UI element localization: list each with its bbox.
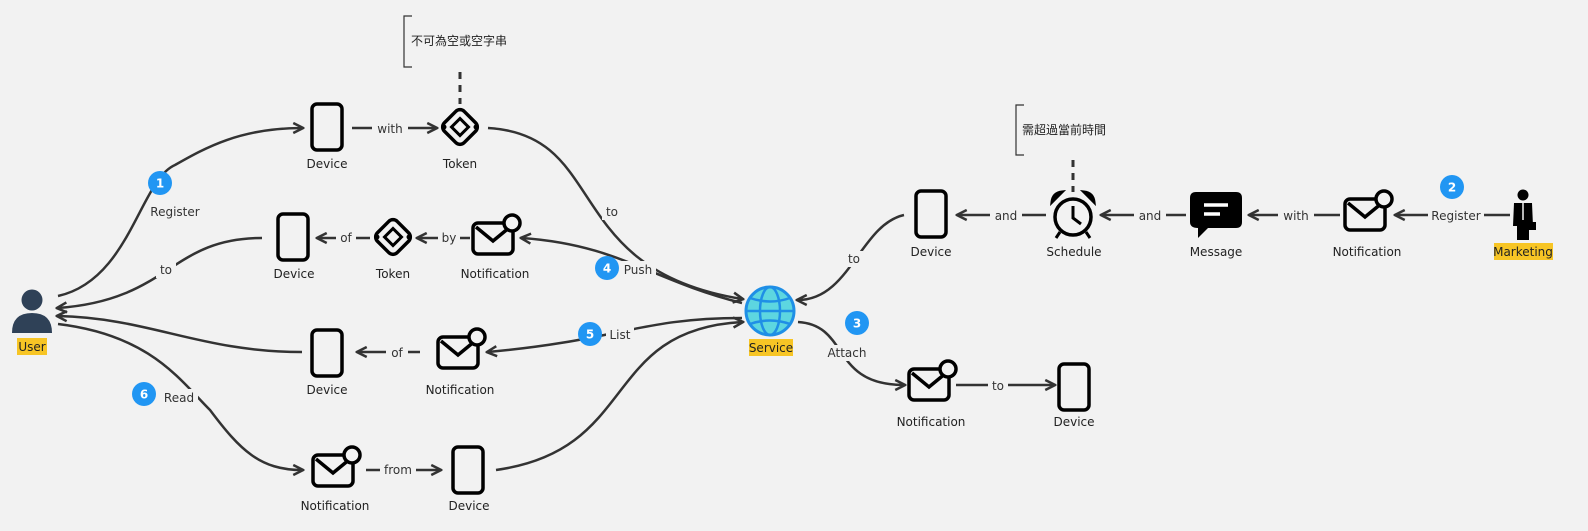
edge-user-read-notification: [57, 322, 302, 470]
notification-label: Notification: [1333, 245, 1402, 259]
phone-icon: [310, 328, 344, 378]
token-label: Token: [442, 157, 477, 171]
device-label: Device: [1053, 415, 1094, 429]
device-node-attach[interactable]: Device: [1053, 362, 1095, 429]
edge-label-with-notification: with: [1283, 209, 1308, 223]
service-label: Service: [749, 341, 793, 355]
service-node[interactable]: Service: [744, 285, 796, 356]
svg-text:1: 1: [156, 177, 164, 191]
token-node-register[interactable]: Token: [438, 105, 482, 171]
step-badge-2: 2: [1440, 175, 1464, 199]
phone-icon: [1057, 362, 1091, 412]
edge-device-to-user-2: [58, 316, 303, 354]
user-label: User: [18, 340, 45, 354]
device-node-register[interactable]: Device: [306, 102, 348, 171]
edge-label-device-to-service: to: [848, 252, 860, 266]
step-badges: 1 2 3 4 5 6: [132, 171, 1464, 406]
edge-label-token-to: to: [606, 205, 618, 219]
user-node[interactable]: User: [12, 289, 52, 356]
device-label: Device: [448, 499, 489, 513]
phone-icon: [914, 189, 948, 239]
edge-label-register-marketing: Register: [1431, 209, 1480, 223]
device-label: Device: [273, 267, 314, 281]
mail-icon: [1343, 189, 1394, 232]
step-badge-6: 6: [132, 382, 156, 406]
edge-label-of-notification: of: [391, 346, 403, 360]
mail-icon: [436, 327, 487, 370]
token-node-push[interactable]: Token: [371, 215, 415, 281]
step-badge-4: 4: [595, 256, 619, 280]
svg-text:4: 4: [603, 262, 611, 276]
phone-icon: [310, 102, 344, 152]
edge-device-to-service: [495, 322, 742, 472]
alarm-clock-icon: [1050, 190, 1096, 239]
schedule-note-text: 需超過當前時間: [1022, 122, 1106, 137]
message-icon: [1190, 192, 1242, 238]
user-icon: [12, 289, 52, 333]
svg-text:6: 6: [140, 388, 148, 402]
edge-label-list: List: [610, 328, 631, 342]
mail-icon: [311, 445, 362, 488]
svg-text:2: 2: [1448, 181, 1456, 195]
edge-label-from: from: [384, 463, 412, 477]
notification-node-list[interactable]: Notification: [426, 327, 495, 397]
edge-label-with: with: [377, 122, 402, 136]
step-badge-1: 1: [148, 171, 172, 195]
token-note: 不可為空或空字串: [403, 15, 507, 68]
device-node-schedule[interactable]: Device: [910, 189, 952, 259]
edge-label-device-to: to: [160, 263, 172, 277]
schedule-label: Schedule: [1046, 245, 1101, 259]
mail-icon: [907, 359, 958, 402]
svg-text:3: 3: [853, 317, 861, 331]
notification-node-read[interactable]: Notification: [301, 445, 370, 513]
phone-icon: [451, 445, 485, 495]
edge-label-attach: Attach: [828, 346, 867, 360]
step-badge-3: 3: [845, 311, 869, 335]
message-node[interactable]: Message: [1190, 192, 1243, 259]
notification-node-push[interactable]: Notification: [461, 213, 530, 281]
token-icon: [371, 215, 415, 259]
device-label: Device: [910, 245, 951, 259]
marketing-node[interactable]: Marketing: [1493, 189, 1553, 261]
edge-label-register-user: Register: [150, 205, 199, 219]
phone-icon: [276, 212, 310, 262]
svg-text:5: 5: [586, 328, 594, 342]
mail-icon: [471, 213, 522, 256]
globe-icon: [744, 285, 796, 337]
edge-label-by: by: [442, 231, 457, 245]
device-node-push[interactable]: Device: [273, 212, 315, 281]
notification-label: Notification: [426, 383, 495, 397]
edge-label-notification-to: to: [992, 379, 1004, 393]
notification-label: Notification: [461, 267, 530, 281]
device-node-read[interactable]: Device: [448, 445, 490, 513]
notification-node-attach[interactable]: Notification: [897, 359, 966, 429]
notification-node-marketing[interactable]: Notification: [1333, 189, 1402, 259]
message-label: Message: [1190, 245, 1243, 259]
edge-label-and-message: and: [1139, 209, 1162, 223]
marketing-label: Marketing: [1493, 245, 1553, 259]
notification-label: Notification: [301, 499, 370, 513]
edge-user-register-device: [57, 128, 302, 298]
device-label: Device: [306, 157, 347, 171]
device-node-list[interactable]: Device: [306, 328, 348, 397]
edge-label-of-token: of: [340, 231, 352, 245]
schedule-node[interactable]: Schedule: [1046, 190, 1102, 259]
edge-label-read: Read: [164, 391, 194, 405]
token-icon: [438, 105, 482, 149]
token-note-text: 不可為空或空字串: [411, 33, 507, 48]
device-label: Device: [306, 383, 347, 397]
step-badge-5: 5: [578, 322, 602, 346]
notification-label: Notification: [897, 415, 966, 429]
edge-label-and-schedule: and: [995, 209, 1018, 223]
token-label: Token: [375, 267, 410, 281]
schedule-note: 需超過當前時間: [1015, 104, 1106, 156]
edge-labels: Register with to to of by Push List of R…: [146, 120, 1484, 478]
businessman-icon: [1513, 189, 1536, 240]
edge-label-push: Push: [624, 263, 653, 277]
